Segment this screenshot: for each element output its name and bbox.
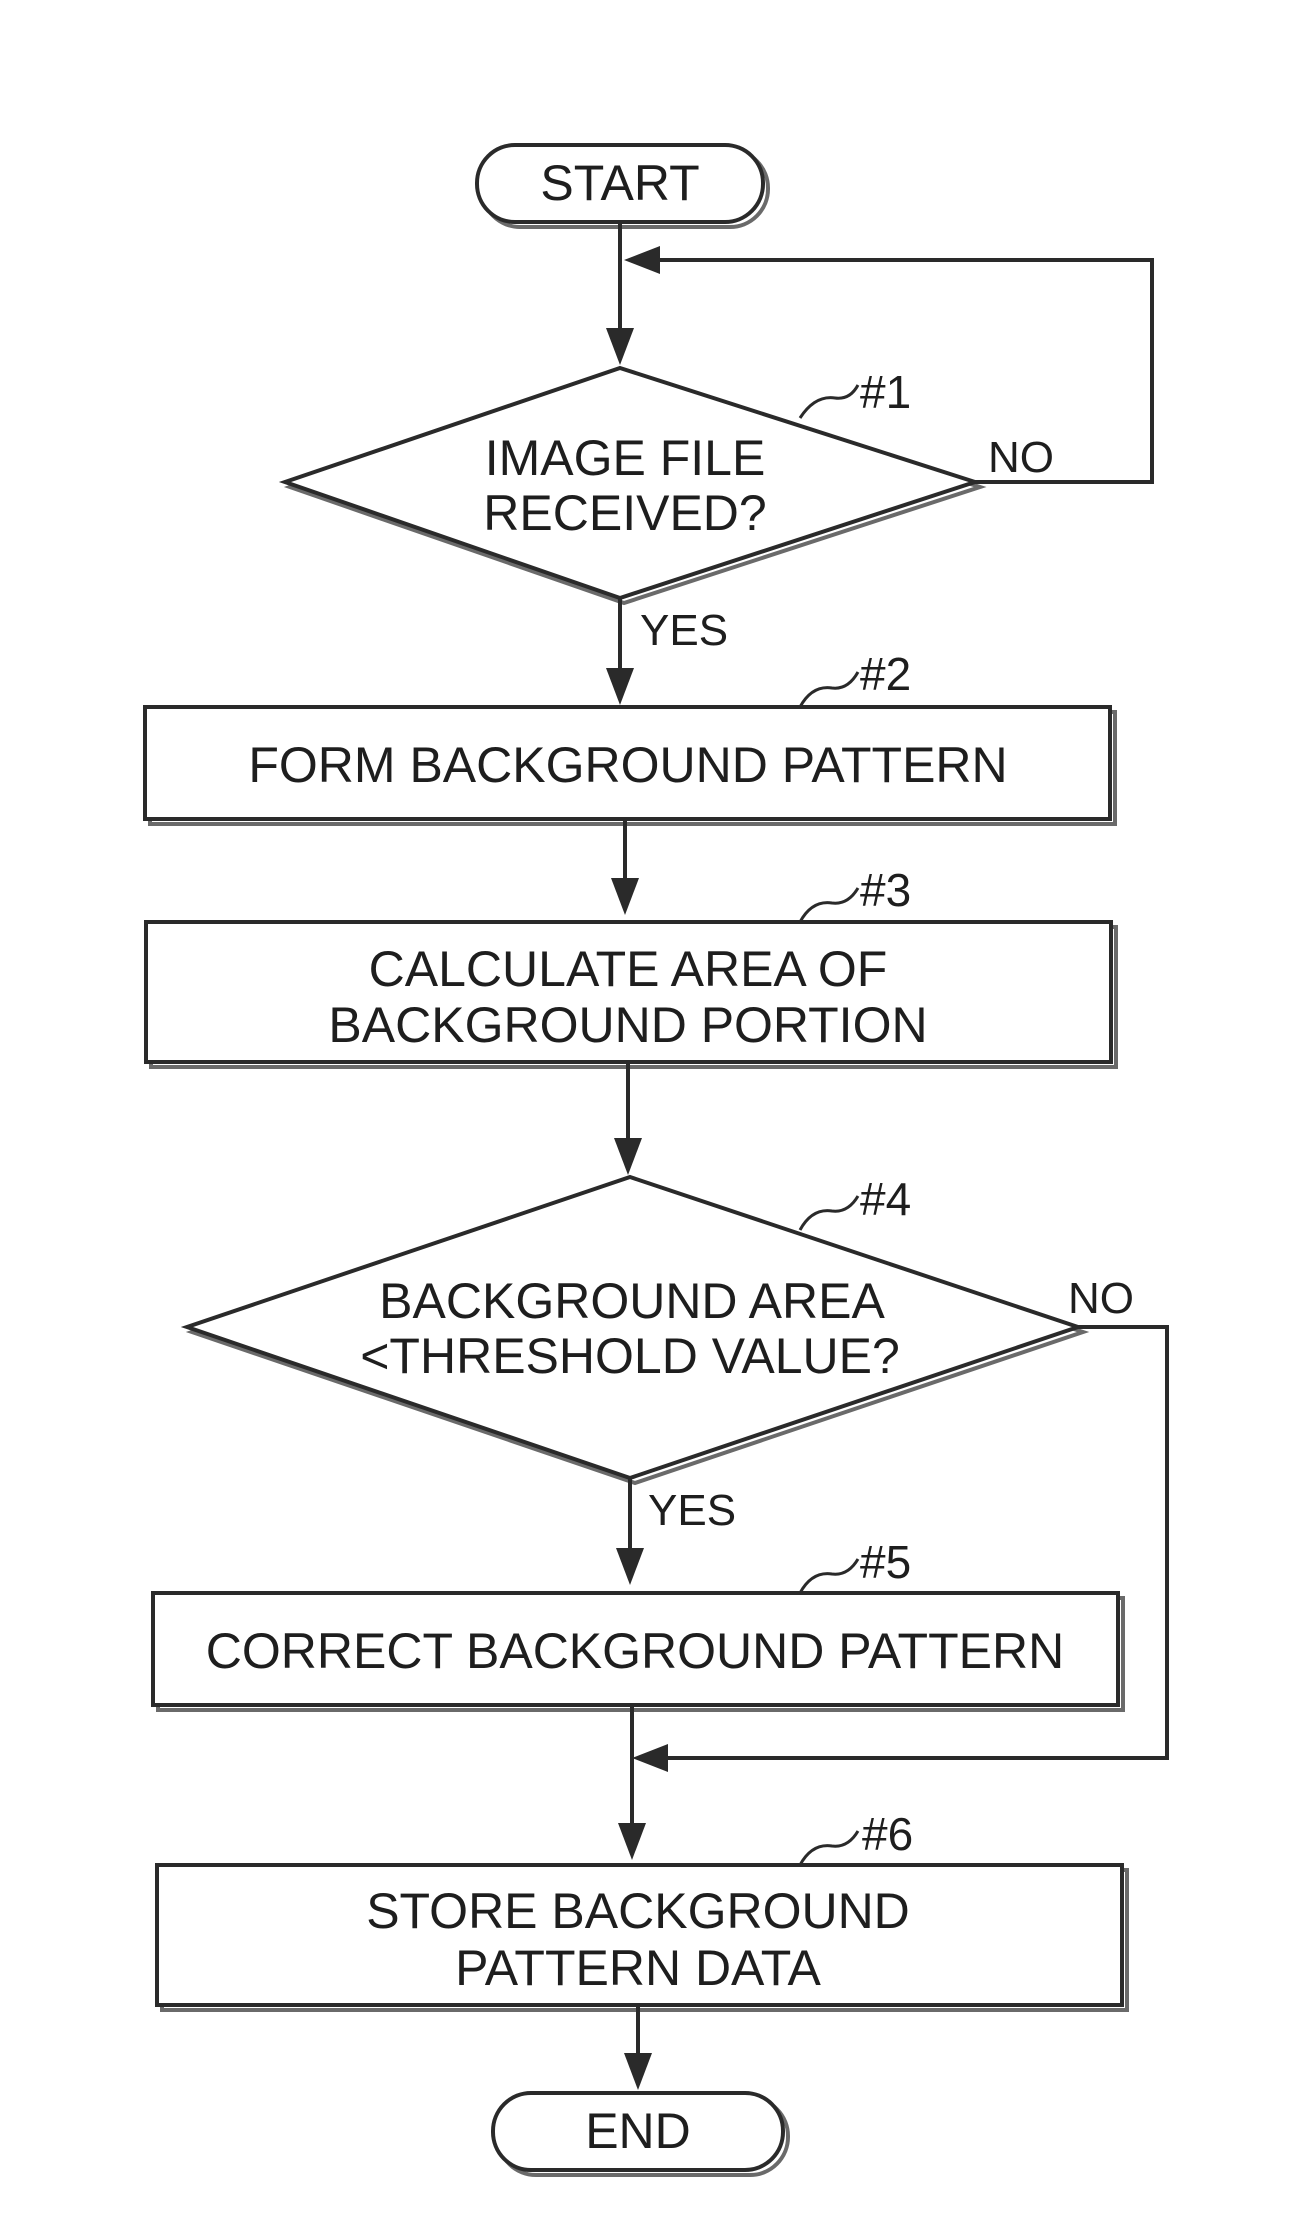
step4-number: #4	[860, 1173, 911, 1225]
arrowhead-start-to-step1	[606, 328, 634, 365]
arrowhead-step6-to-end	[624, 2053, 652, 2090]
step6-label-line1: STORE BACKGROUND	[366, 1883, 910, 1939]
start-terminal: START	[477, 145, 768, 227]
start-label: START	[540, 155, 699, 211]
arrowhead-step1-no-loop	[624, 246, 660, 274]
arrowhead-step1-to-step2	[606, 668, 634, 705]
step4-no-label: NO	[1068, 1274, 1134, 1323]
step2-process: FORM BACKGROUND PATTERN	[145, 707, 1115, 824]
step1-number: #1	[860, 366, 911, 418]
step2-number-leader	[800, 672, 858, 707]
step4-decision: BACKGROUND AREA <THRESHOLD VALUE?	[187, 1177, 1083, 1483]
step4-label-line1: BACKGROUND AREA	[379, 1273, 885, 1329]
arrowhead-step3-to-step4	[614, 1138, 642, 1175]
arrowhead-step5-to-step6	[618, 1823, 646, 1860]
arrowhead-step2-to-step3	[611, 878, 639, 915]
arrowhead-step4-to-step5	[616, 1548, 644, 1585]
step1-no-label: NO	[988, 433, 1054, 482]
step6-number: #6	[862, 1808, 913, 1860]
step5-label: CORRECT BACKGROUND PATTERN	[206, 1623, 1064, 1679]
step4-yes-label: YES	[648, 1486, 736, 1535]
end-terminal: END	[493, 2093, 788, 2175]
step2-label: FORM BACKGROUND PATTERN	[248, 737, 1007, 793]
end-label: END	[585, 2103, 691, 2159]
step3-number: #3	[860, 864, 911, 916]
step3-label-line2: BACKGROUND PORTION	[328, 997, 927, 1053]
step3-number-leader	[800, 888, 858, 922]
step1-label-line2: RECEIVED?	[483, 485, 766, 541]
step3-process: CALCULATE AREA OF BACKGROUND PORTION	[146, 922, 1116, 1067]
step1-label-line1: IMAGE FILE	[485, 430, 766, 486]
step3-label-line1: CALCULATE AREA OF	[369, 941, 888, 997]
step5-process: CORRECT BACKGROUND PATTERN	[153, 1593, 1123, 1710]
step4-label-line2: <THRESHOLD VALUE?	[360, 1328, 900, 1384]
step1-yes-label: YES	[640, 606, 728, 655]
step4-number-leader	[800, 1196, 858, 1230]
step6-label-line2: PATTERN DATA	[455, 1940, 821, 1996]
step5-number-leader	[800, 1559, 858, 1593]
step5-number: #5	[860, 1536, 911, 1588]
arrowhead-step4-no-bypass	[632, 1744, 668, 1772]
step6-number-leader	[800, 1831, 858, 1865]
step6-process: STORE BACKGROUND PATTERN DATA	[157, 1865, 1127, 2010]
step2-number: #2	[860, 648, 911, 700]
step1-number-leader	[800, 385, 858, 418]
